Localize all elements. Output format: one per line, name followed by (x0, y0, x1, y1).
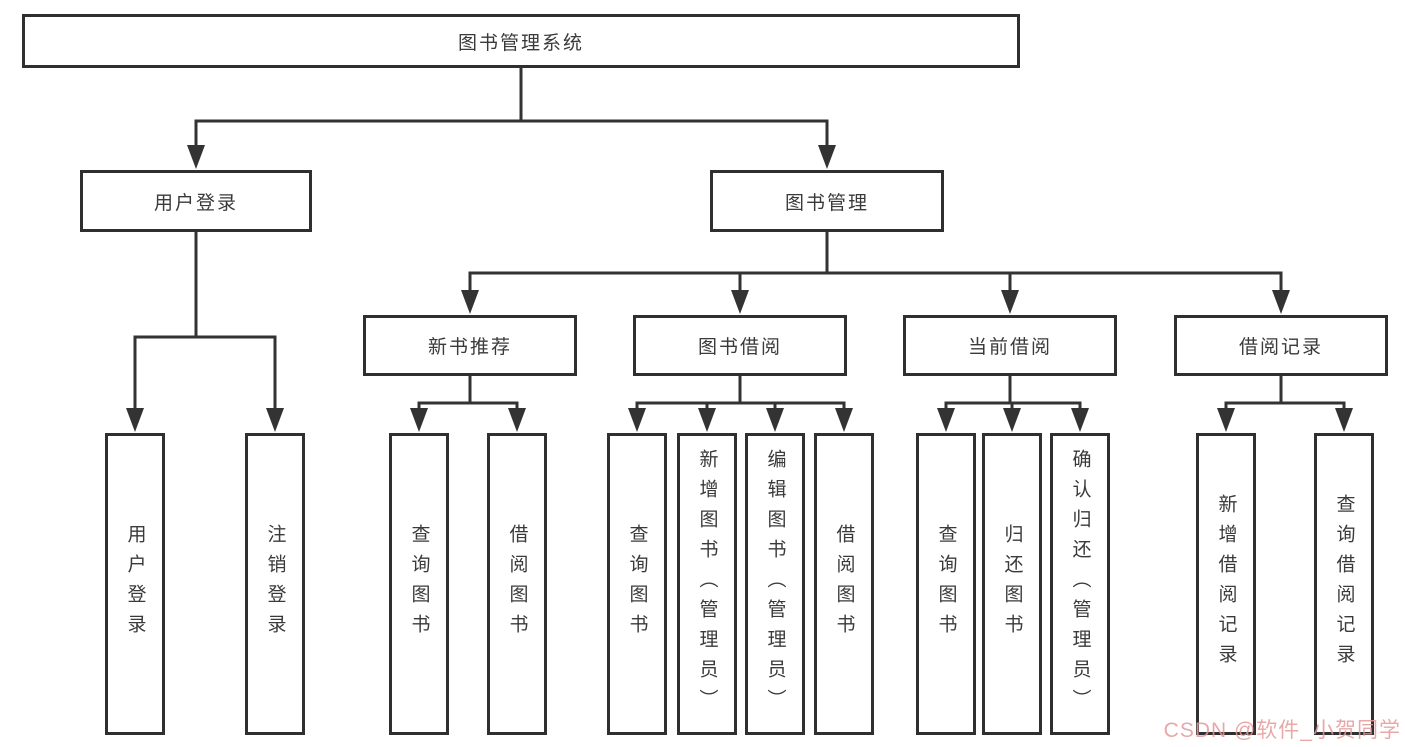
node-library-management-system: 图书管理系统 (22, 14, 1020, 68)
node-label: 编辑图书（管理员） (764, 449, 786, 719)
node-label: 新增图书（管理员） (696, 449, 718, 719)
leaf-current-query-books: 查询图书 (916, 433, 976, 735)
leaf-return-books: 归还图书 (982, 433, 1042, 735)
node-label: 查询图书 (408, 524, 430, 644)
leaf-logout: 注销登录 (245, 433, 305, 735)
node-label: 借阅记录 (1238, 337, 1323, 358)
node-label: 图书借阅 (697, 337, 782, 358)
arrowheads (126, 145, 1353, 432)
node-label: 新增借阅记录 (1215, 494, 1237, 674)
leaf-borrow-books: 借阅图书 (814, 433, 874, 735)
node-borrow-records: 借阅记录 (1174, 315, 1388, 376)
node-label: 当前借阅 (967, 337, 1052, 358)
node-label: 图书管理 (784, 192, 869, 214)
node-label: 确认归还（管理员） (1069, 449, 1091, 719)
node-label: 借阅图书 (833, 524, 855, 644)
leaf-edit-book-admin: 编辑图书（管理员） (745, 433, 805, 735)
node-label: 用户登录 (124, 524, 146, 644)
node-user-login: 用户登录 (80, 170, 312, 232)
node-book-management: 图书管理 (710, 170, 944, 232)
watermark: CSDN @软件_小贺同学 (1163, 719, 1401, 742)
node-label: 用户登录 (153, 192, 238, 214)
node-label: 查询借阅记录 (1333, 494, 1355, 674)
leaf-add-borrow-record: 新增借阅记录 (1196, 433, 1256, 735)
node-book-borrow: 图书借阅 (633, 315, 847, 376)
node-label: 图书管理系统 (457, 32, 584, 54)
node-label: 注销登录 (264, 524, 286, 644)
node-label: 新书推荐 (427, 337, 512, 358)
leaf-query-borrow-record: 查询借阅记录 (1314, 433, 1374, 735)
leaf-add-book-admin: 新增图书（管理员） (677, 433, 737, 735)
node-new-book-recommend: 新书推荐 (363, 315, 577, 376)
leaf-confirm-return-admin: 确认归还（管理员） (1050, 433, 1110, 735)
leaf-recommend-query-books: 查询图书 (389, 433, 449, 735)
node-current-borrow: 当前借阅 (903, 315, 1117, 376)
node-label: 归还图书 (1001, 524, 1023, 644)
node-label: 借阅图书 (506, 524, 528, 644)
leaf-user-login: 用户登录 (105, 433, 165, 735)
node-label: 查询图书 (935, 524, 957, 644)
leaf-borrow-query-books: 查询图书 (607, 433, 667, 735)
node-label: 查询图书 (626, 524, 648, 644)
leaf-recommend-borrow-books: 借阅图书 (487, 433, 547, 735)
